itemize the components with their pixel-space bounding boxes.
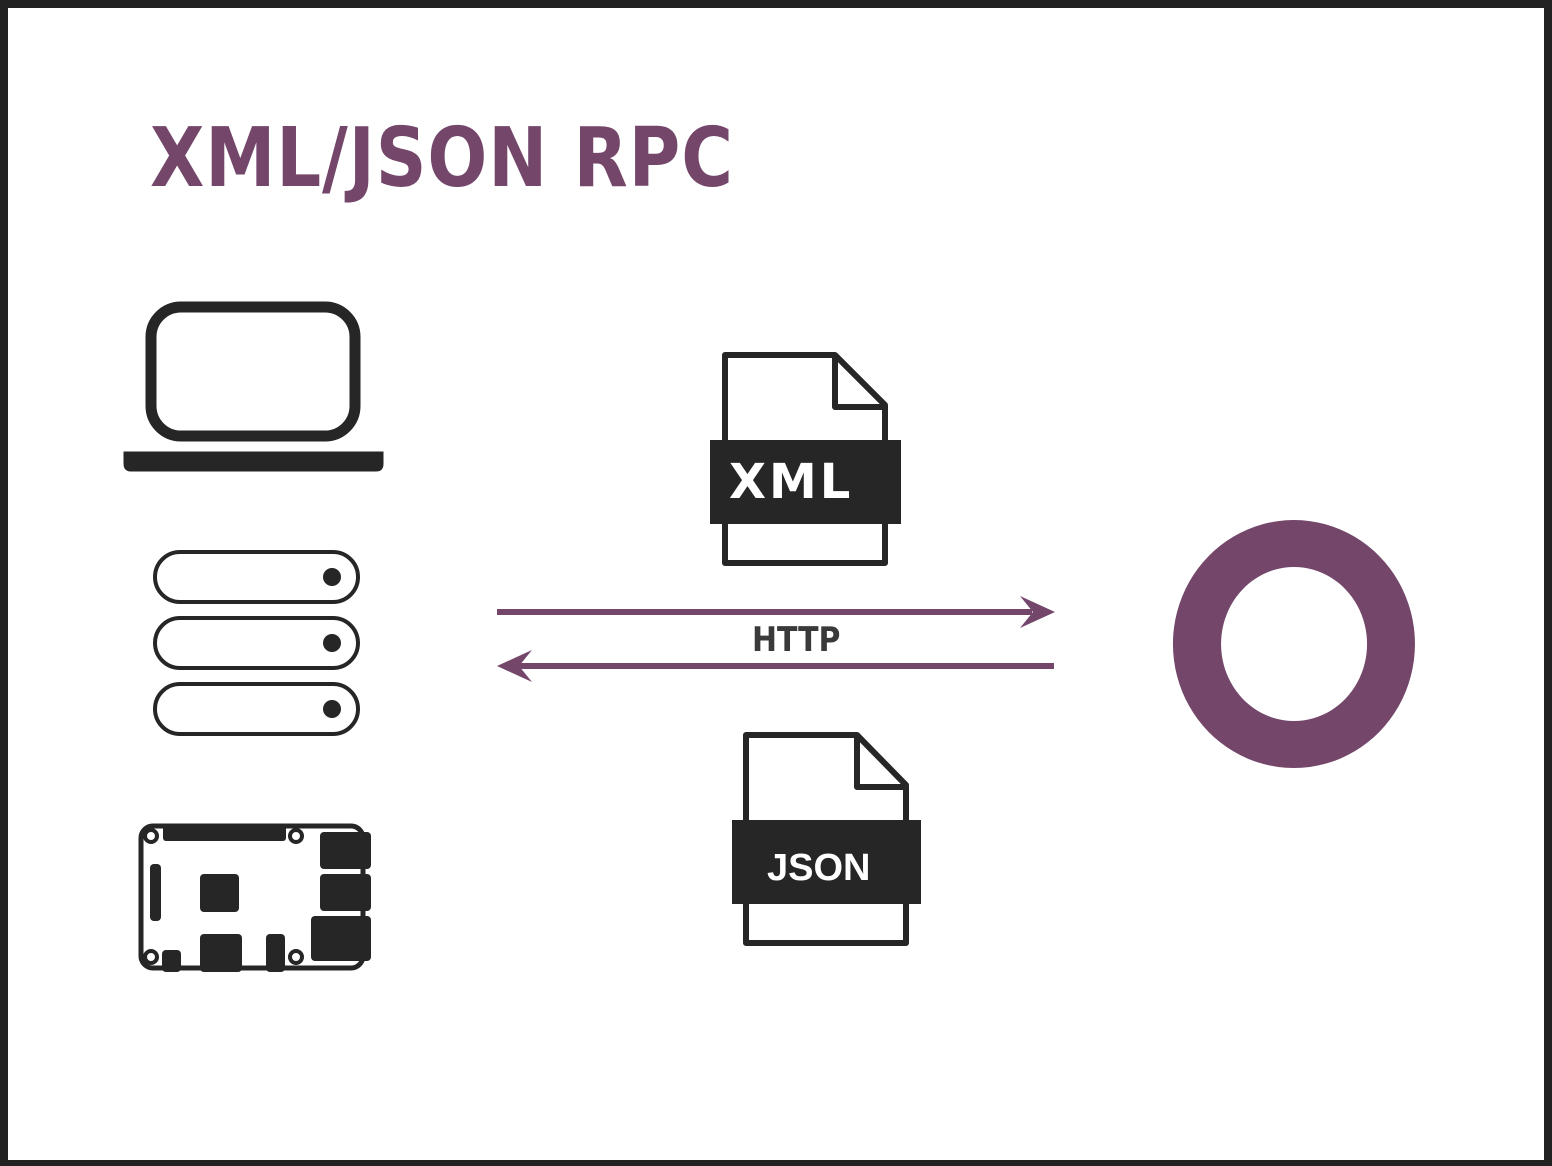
server-led [323,700,341,718]
response-arrow [497,650,1054,682]
ethernet-port [311,916,371,961]
server-unit [153,616,360,670]
http-protocol-label: HTTP [752,620,841,660]
arrow-head-left-icon [497,650,532,682]
usb-port [320,832,371,869]
mount-hole [143,949,159,965]
server-unit [153,550,360,604]
server-unit [153,682,360,736]
json-file-label: JSON [767,847,871,889]
laptop-base [123,451,384,472]
xml-file-icon [710,352,901,566]
arrow-shaft [518,663,1054,669]
request-arrow [497,596,1055,628]
server-led [323,568,341,586]
odoo-ring-logo-icon [1172,520,1415,768]
file-label-band [710,440,901,524]
mount-hole [143,828,159,844]
hdmi-port [200,934,242,972]
usb-port [320,874,371,911]
arrow-shaft [497,609,1032,615]
mount-hole [288,828,304,844]
file-label-band [732,820,921,904]
gpio-header [163,825,286,841]
power-port [162,950,181,972]
server-led [323,634,341,652]
mount-hole [288,949,304,965]
cpu-chip [200,874,239,912]
slide-title: XML/JSON RPC [150,111,734,206]
ring-shape [1172,520,1415,768]
display-connector [150,864,161,921]
laptop-icon [123,301,384,472]
file-fold [832,355,885,410]
file-fold [854,735,906,790]
server-stack-icon [153,550,360,736]
audio-port [266,934,285,972]
xml-file-label: XML [729,454,854,510]
laptop-screen [145,301,361,442]
arrow-head-right-icon [1020,596,1055,628]
json-file-icon [732,732,921,946]
raspberry-pi-board-icon [138,823,371,972]
